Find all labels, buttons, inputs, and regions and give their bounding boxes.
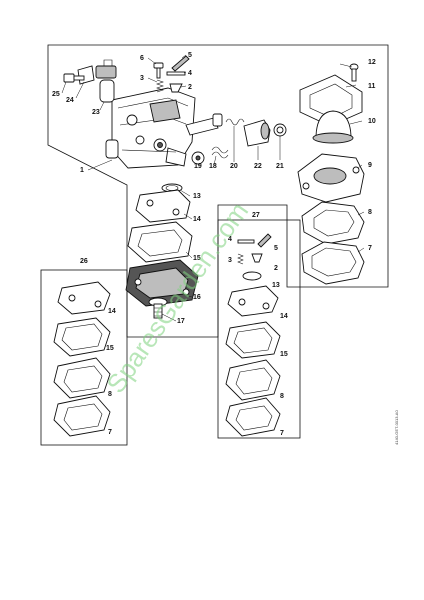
part-18-spring — [211, 146, 229, 159]
part-22-cap — [243, 119, 271, 147]
part-2-needle — [169, 83, 183, 93]
part-4-pin — [166, 71, 186, 76]
kit-27-frame — [217, 219, 301, 439]
kit-26-frame — [40, 269, 128, 446]
kit-26-part-7 — [53, 395, 111, 437]
kit-27-callout-2: 2 — [274, 265, 278, 272]
kit-26-part-14 — [57, 281, 111, 315]
carburetor-body — [105, 87, 196, 169]
callout-17: 17 — [177, 318, 185, 325]
part-8-gasket-right — [301, 201, 365, 245]
callout-10: 10 — [368, 118, 376, 125]
part-9-pump-cover — [297, 153, 365, 203]
callout-23: 23 — [92, 109, 100, 116]
kit-26-part-15 — [53, 317, 111, 357]
callout-27: 27 — [252, 212, 260, 219]
callout-6: 6 — [140, 55, 144, 62]
part-6-screw — [153, 62, 164, 79]
kit-27-callouts: 4 5 3 2 13 14 15 8 7 — [228, 236, 288, 437]
part-12-screw — [349, 63, 359, 82]
kit-27-callout-14: 14 — [280, 313, 288, 320]
callout-19: 19 — [194, 163, 202, 170]
callout-15: 15 — [193, 255, 201, 262]
callout-22: 22 — [254, 163, 262, 170]
kit-27-callout-15: 15 — [280, 351, 288, 358]
kit-27-callout-7: 7 — [280, 430, 284, 437]
callout-7-right: 7 — [368, 245, 372, 252]
callout-18: 18 — [209, 163, 217, 170]
part-10-primer-bulb — [312, 110, 354, 144]
part-24-clip — [77, 65, 95, 85]
callout-24: 24 — [66, 97, 74, 104]
kit-27-part-13 — [242, 271, 262, 281]
part-5-lever — [171, 55, 190, 72]
kit-27-part-4-5 — [237, 233, 272, 248]
kit-27-callout-8: 8 — [280, 393, 284, 400]
callout-11: 11 — [368, 83, 376, 90]
callout-21: 21 — [276, 163, 284, 170]
callout-3: 3 — [140, 75, 144, 82]
kit-27-callout-13: 13 — [272, 282, 280, 289]
callout-20: 20 — [230, 163, 238, 170]
kit-27-callout-3: 3 — [228, 257, 232, 264]
callout-12: 12 — [368, 59, 376, 66]
callout-25: 25 — [52, 91, 60, 98]
callout-5: 5 — [188, 52, 192, 59]
kit-26-part-8 — [53, 357, 111, 399]
drawing-code: 4140-GET-0013-A0 — [394, 410, 399, 445]
kit-27-part-7 — [225, 397, 281, 437]
callout-26: 26 — [80, 258, 88, 265]
kit-27-part-14 — [227, 285, 279, 317]
callout-8-right: 8 — [368, 209, 372, 216]
part-15-diaphragm — [127, 221, 193, 263]
callout-2: 2 — [188, 84, 192, 91]
part-17-screw — [148, 297, 168, 319]
part-7-diaphragm-right — [301, 241, 365, 285]
part-19-nozzle — [191, 151, 205, 165]
kit-26-callouts: 14 15 8 7 — [106, 308, 116, 436]
kit-27-part-15 — [225, 321, 281, 359]
leader-lines — [61, 54, 365, 322]
callout-16: 16 — [193, 294, 201, 301]
part-14-gasket — [135, 189, 191, 223]
part-16-cover — [125, 259, 199, 307]
kit-27-part-8 — [225, 359, 281, 401]
callout-1: 1 — [80, 167, 84, 174]
kit-26-callout-14: 14 — [108, 308, 116, 315]
callout-9: 9 — [368, 162, 372, 169]
part-3-spring — [156, 79, 164, 93]
callout-13: 13 — [193, 193, 201, 200]
kit-26-callout-8: 8 — [108, 391, 112, 398]
part-20-fitting — [185, 113, 223, 136]
callouts: 1 2 3 4 5 6 12 11 10 9 8 7 13 14 15 16 1… — [52, 52, 376, 325]
kit-27-part-3-2 — [237, 253, 263, 265]
kit-26-callout-15: 15 — [106, 345, 114, 352]
part-25-screw — [63, 73, 85, 83]
main-assembly-frame — [47, 44, 389, 338]
kit-27-callout-5: 5 — [274, 245, 278, 252]
kit-27-callout-4: 4 — [228, 236, 232, 243]
kit-26-callout-7: 7 — [108, 429, 112, 436]
part-23-throttle-shaft — [95, 59, 117, 103]
part-11-gasket — [299, 74, 363, 127]
callout-4: 4 — [188, 70, 192, 77]
callout-14: 14 — [193, 216, 201, 223]
part-21-ring — [273, 123, 287, 137]
part-20-spring — [225, 118, 245, 126]
